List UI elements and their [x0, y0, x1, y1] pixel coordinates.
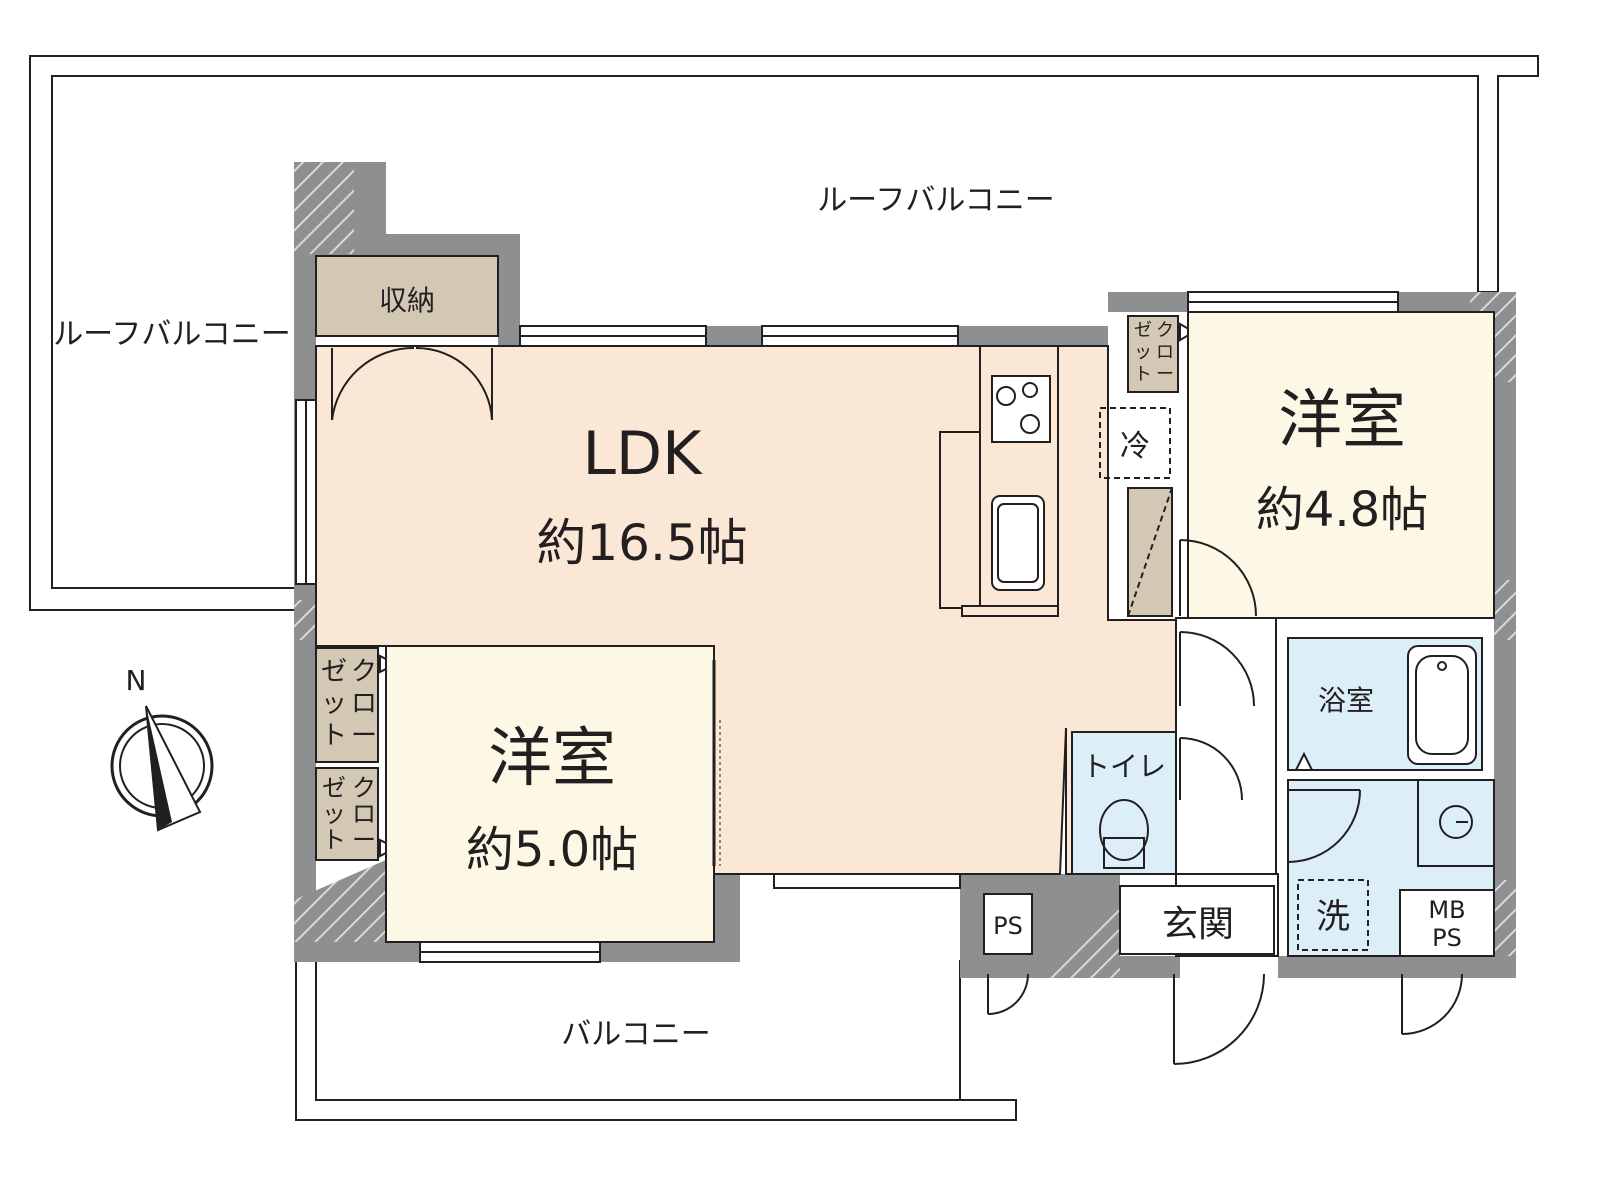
closet-sw-lower-char6: ト [322, 826, 346, 854]
room-sw-size: 約5.0帖 [466, 822, 638, 878]
room-ne-name: 洋室 [1278, 384, 1406, 458]
room-sw-name: 洋室 [488, 722, 616, 796]
bath-label: 浴室 [1318, 684, 1374, 717]
closet-sw-lower-char5: ッ [322, 800, 346, 828]
washer-label: 洗 [1316, 897, 1350, 937]
closet-sw-upper-char4: ゼ [321, 657, 347, 687]
ldk-size: 約16.5帖 [536, 514, 747, 572]
walls [294, 162, 1516, 978]
room-ne: 洋室 約4.8帖 [1187, 311, 1495, 619]
closet-sw-lower: ク ロ ー ゼ ッ ト [315, 767, 399, 861]
roof-balcony-left-label: ルーフバルコニー [53, 317, 291, 352]
closet-ne-char4: ゼ [1134, 320, 1152, 341]
toilet-room: トイレ [1071, 731, 1177, 875]
room-sw: 洋室 約5.0帖 [385, 645, 721, 943]
closet-sw-upper-char1: ク [351, 657, 377, 687]
balcony-outline [295, 960, 1017, 1121]
closet-sw-lower-char2: ロ [352, 800, 376, 828]
closet-ne-char6: ト [1134, 364, 1152, 385]
hallway: 玄関 [1119, 617, 1279, 957]
room-ne-size: 約4.8帖 [1256, 482, 1428, 538]
windows [295, 291, 1399, 963]
mbps-line1: MB [1428, 896, 1465, 924]
bath-room: 浴室 [1287, 637, 1483, 771]
north-label: N [126, 664, 147, 697]
ps-room: PS [993, 912, 1023, 940]
storage-label: 収納 [379, 284, 435, 317]
toilet-label: トイレ [1082, 750, 1166, 783]
closet-sw-upper-char6: ト [321, 721, 347, 751]
balcony-label: バルコニー [561, 1017, 710, 1052]
closet-ne-char1: ク [1156, 320, 1174, 341]
closet-ne: ク ロ ー ゼ ッ ト [1127, 315, 1197, 393]
closet-sw-lower-char4: ゼ [322, 774, 346, 802]
closet-sw-upper-char5: ッ [321, 689, 347, 719]
ldk-name: LDK [583, 419, 704, 489]
closet-sw-lower-char3: ー [352, 826, 376, 854]
kitchen-counter [939, 345, 1059, 617]
fridge-label: 冷 [1120, 429, 1150, 464]
closet-ne-char2: ロ [1156, 342, 1174, 363]
north-compass: N [110, 664, 214, 832]
doors [331, 346, 1463, 1065]
roof-balcony-top-label: ルーフバルコニー [817, 183, 1055, 218]
closet-sw-lower-char1: ク [352, 774, 376, 802]
closet-sw-upper-char3: ー [351, 721, 377, 751]
mbps-room: MB PS [1399, 889, 1495, 957]
fridge-space: 冷 [1099, 407, 1173, 617]
ps-label: PS [993, 912, 1023, 940]
closet-sw-upper-char2: ロ [351, 689, 377, 719]
entrance-label: 玄関 [1162, 904, 1234, 945]
closet-ne-char5: ッ [1134, 342, 1152, 363]
closet-sw-upper: ク ロ ー ゼ ッ ト [315, 647, 399, 763]
mbps-line2: PS [1432, 924, 1462, 952]
closet-ne-char3: ー [1156, 364, 1174, 385]
storage-room: 収納 [315, 255, 499, 337]
